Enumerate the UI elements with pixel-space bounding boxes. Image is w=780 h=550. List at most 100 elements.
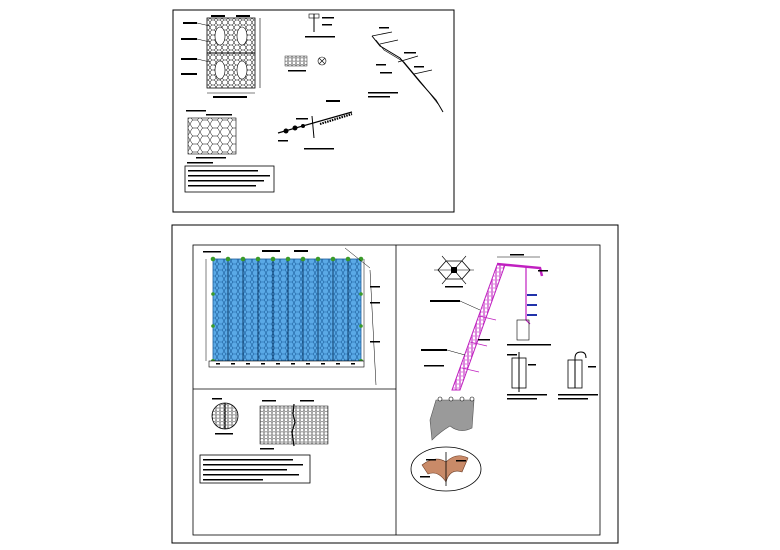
hexagon-symbol xyxy=(434,255,474,288)
label-block xyxy=(322,17,334,19)
bottom-sheet-inner xyxy=(192,244,601,536)
bubble-content xyxy=(421,455,469,483)
label-block xyxy=(527,314,537,316)
notes-line xyxy=(188,185,256,187)
notes-line xyxy=(188,170,258,172)
label-block xyxy=(322,24,332,26)
label-block xyxy=(478,339,490,341)
bolt-thread xyxy=(319,112,353,126)
caption-block xyxy=(445,286,463,288)
label-block xyxy=(206,114,232,116)
top-sheet-border xyxy=(172,9,455,213)
label-block xyxy=(456,460,466,462)
label-block xyxy=(424,365,444,367)
cross-symbol xyxy=(317,56,327,66)
label-block xyxy=(262,400,276,402)
crest-mesh-band xyxy=(496,262,544,277)
anchor-rod xyxy=(413,69,433,75)
mesh-sample-small xyxy=(284,55,308,67)
crest-line xyxy=(371,31,393,37)
anchor-rod xyxy=(469,341,488,347)
leader-line xyxy=(196,38,211,43)
leader-line xyxy=(344,247,371,269)
caption-block xyxy=(305,36,335,38)
notes-box-bottom xyxy=(199,454,311,484)
label-block xyxy=(212,398,222,400)
bolt-nut xyxy=(301,124,305,128)
caption-block xyxy=(304,148,334,150)
anchor-rod xyxy=(379,39,399,45)
bolt-nut xyxy=(292,125,298,131)
label-block xyxy=(203,251,221,253)
bolt-nut xyxy=(283,128,289,134)
caption-block xyxy=(507,344,551,346)
label-block xyxy=(379,27,389,29)
bottom-drawing-sheet xyxy=(171,224,619,544)
roll-eyelet xyxy=(437,396,443,402)
mesh-panel-void xyxy=(236,26,248,46)
anchor-detail xyxy=(284,13,335,72)
caption-block xyxy=(558,398,588,400)
label-block xyxy=(538,270,548,272)
bottom-sheet-border xyxy=(171,224,619,544)
leader-line xyxy=(446,349,466,356)
label-block xyxy=(527,304,537,306)
label-block xyxy=(186,110,206,112)
notes-line xyxy=(203,479,263,481)
anchor-nails xyxy=(210,256,364,363)
label-block xyxy=(183,22,197,24)
joint-cable xyxy=(291,403,296,447)
roll-eyelet xyxy=(469,396,475,402)
mesh-panel-void xyxy=(214,26,226,46)
anchor-rod xyxy=(478,315,497,321)
notes-box-top xyxy=(184,162,275,193)
caption-block xyxy=(196,157,226,159)
slope-profile-line xyxy=(371,35,444,113)
notes-line xyxy=(203,459,293,461)
label-block xyxy=(404,52,416,54)
label-block xyxy=(414,66,424,68)
caption-block xyxy=(260,448,274,450)
notes-line xyxy=(187,162,213,164)
mesh-vertical-cables xyxy=(227,259,349,361)
leader-line xyxy=(369,269,377,386)
label-block xyxy=(262,250,280,252)
slope-section xyxy=(368,27,444,113)
label-block xyxy=(370,341,380,343)
mesh-connection-detail xyxy=(211,398,329,450)
caption-block xyxy=(507,394,547,396)
base-strip xyxy=(208,360,365,368)
label-block xyxy=(420,476,430,478)
label-block xyxy=(326,100,340,102)
bar-hook xyxy=(574,351,587,388)
caption-block xyxy=(213,96,247,98)
label-block xyxy=(421,349,447,351)
anchor-rod xyxy=(397,55,419,63)
mesh-panel-void xyxy=(236,60,248,80)
mesh-sample-body xyxy=(187,117,237,155)
notes-line xyxy=(203,474,299,476)
hexagon-center xyxy=(451,267,457,273)
caption-block xyxy=(288,70,306,72)
mesh-roll xyxy=(429,399,475,441)
caption-block xyxy=(368,96,390,98)
bar-detail-top xyxy=(516,319,530,341)
label-block xyxy=(370,302,380,304)
notes-line xyxy=(203,464,303,466)
anchor-plate xyxy=(308,13,320,19)
label-block xyxy=(380,72,392,74)
anchor-bolt-detail xyxy=(277,100,353,150)
label-block xyxy=(370,286,380,288)
cross-symbol-line xyxy=(318,57,326,65)
base-strip-ticks xyxy=(216,363,355,365)
bolt-shaft xyxy=(277,111,353,134)
label-block xyxy=(296,118,308,120)
leader-line xyxy=(196,58,211,63)
anchor-rod xyxy=(461,367,480,373)
label-block xyxy=(430,300,460,302)
mesh-sample xyxy=(186,110,237,159)
leader-line xyxy=(196,22,211,27)
notes-line xyxy=(188,180,264,182)
notes-line xyxy=(203,469,287,471)
